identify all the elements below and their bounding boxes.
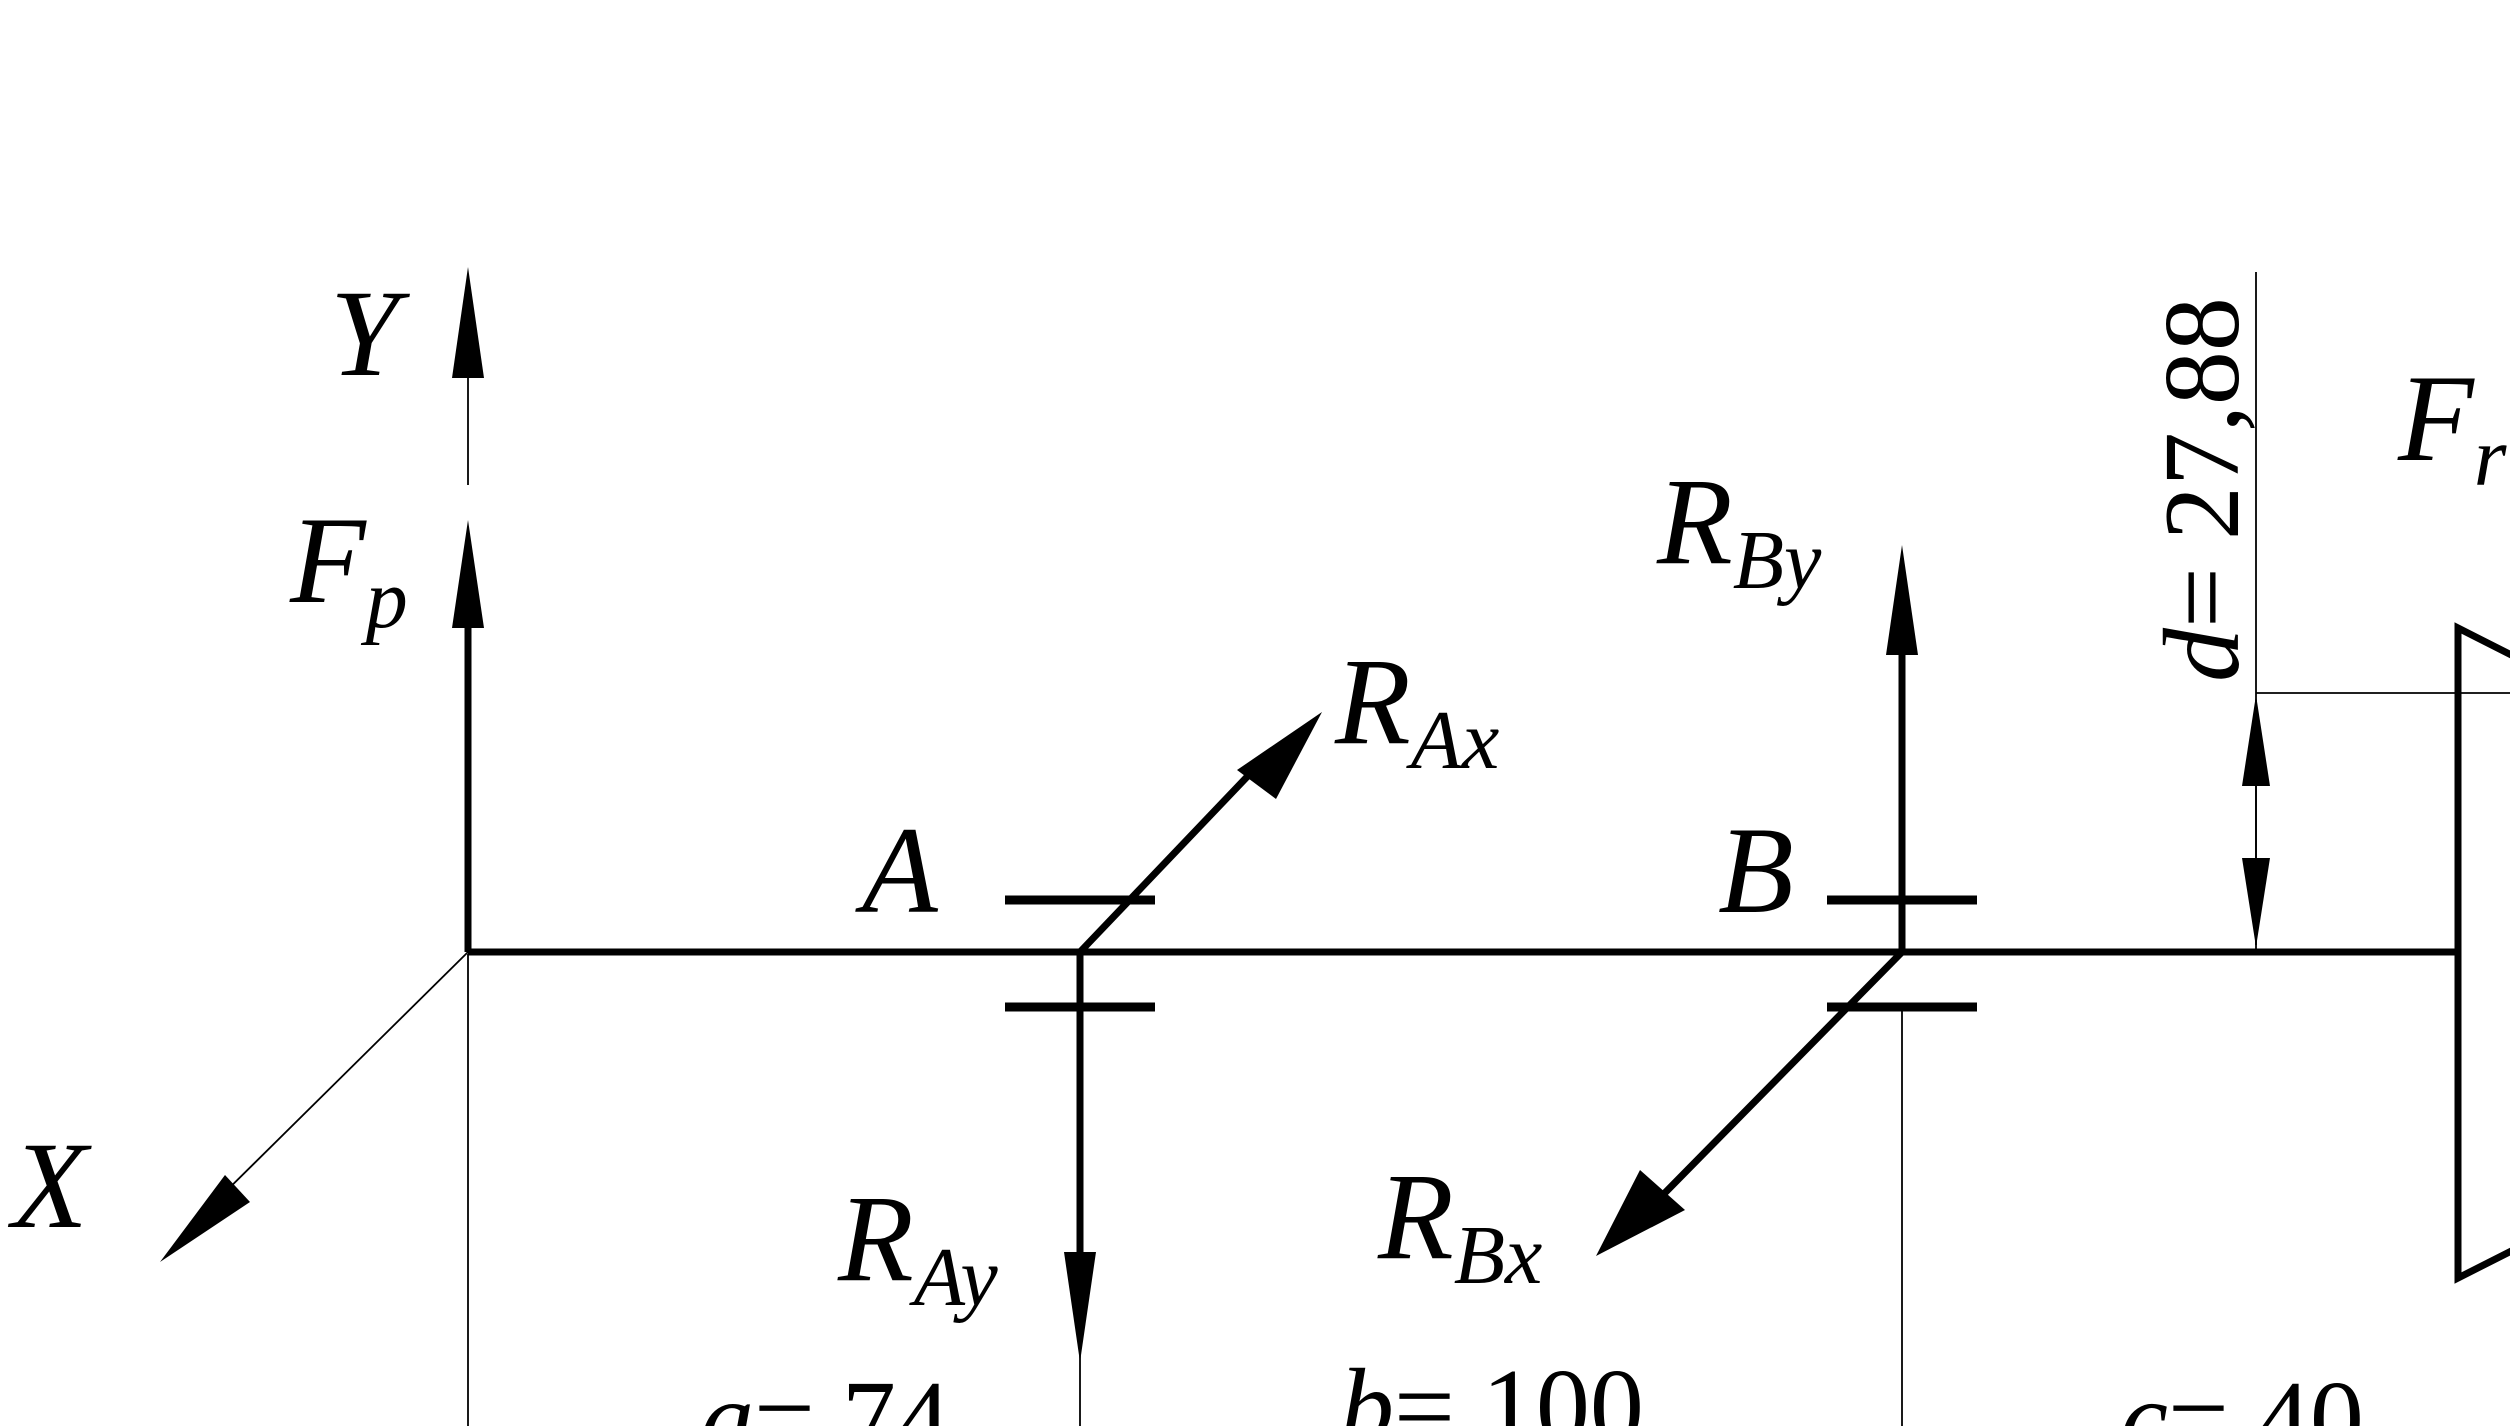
rbx-arrowhead [1596, 1170, 1685, 1256]
support-b-label: B [1718, 802, 1794, 939]
y-axis-label: Y [330, 265, 410, 402]
b-dimension-label: b= 100 [1340, 1348, 1644, 1426]
gear-outline [2454, 622, 2510, 1284]
ray-arrowhead [1064, 1252, 1096, 1362]
rax-arrowhead [1237, 712, 1322, 799]
fp-label: Fp [289, 492, 408, 646]
x-axis-line [204, 951, 469, 1213]
fp-arrowhead [452, 520, 484, 628]
d-dimension-label: d= 27,88 [2143, 297, 2262, 682]
rax-label: RAx [1334, 633, 1499, 787]
x-axis-arrowhead [160, 1175, 250, 1262]
ray-label: RAy [837, 1170, 998, 1324]
rbx-force-arrow [1647, 949, 1905, 1211]
rax-force-arrow [1077, 755, 1268, 955]
rbx-label: RBx [1377, 1148, 1542, 1302]
x-axis-label: X [7, 1117, 92, 1254]
c-dimension-label: c= 40 [2120, 1360, 2364, 1426]
d-arrowhead-up [2242, 695, 2270, 786]
rby-arrowhead [1886, 545, 1918, 655]
rby-label: RBy [1656, 453, 1822, 607]
fr-label: Fr [2397, 350, 2507, 504]
y-axis-arrowhead [452, 267, 484, 378]
d-arrowhead-down [2242, 858, 2270, 947]
a-dimension-label: a= 74 [700, 1360, 950, 1426]
support-a-label: A [855, 802, 939, 939]
